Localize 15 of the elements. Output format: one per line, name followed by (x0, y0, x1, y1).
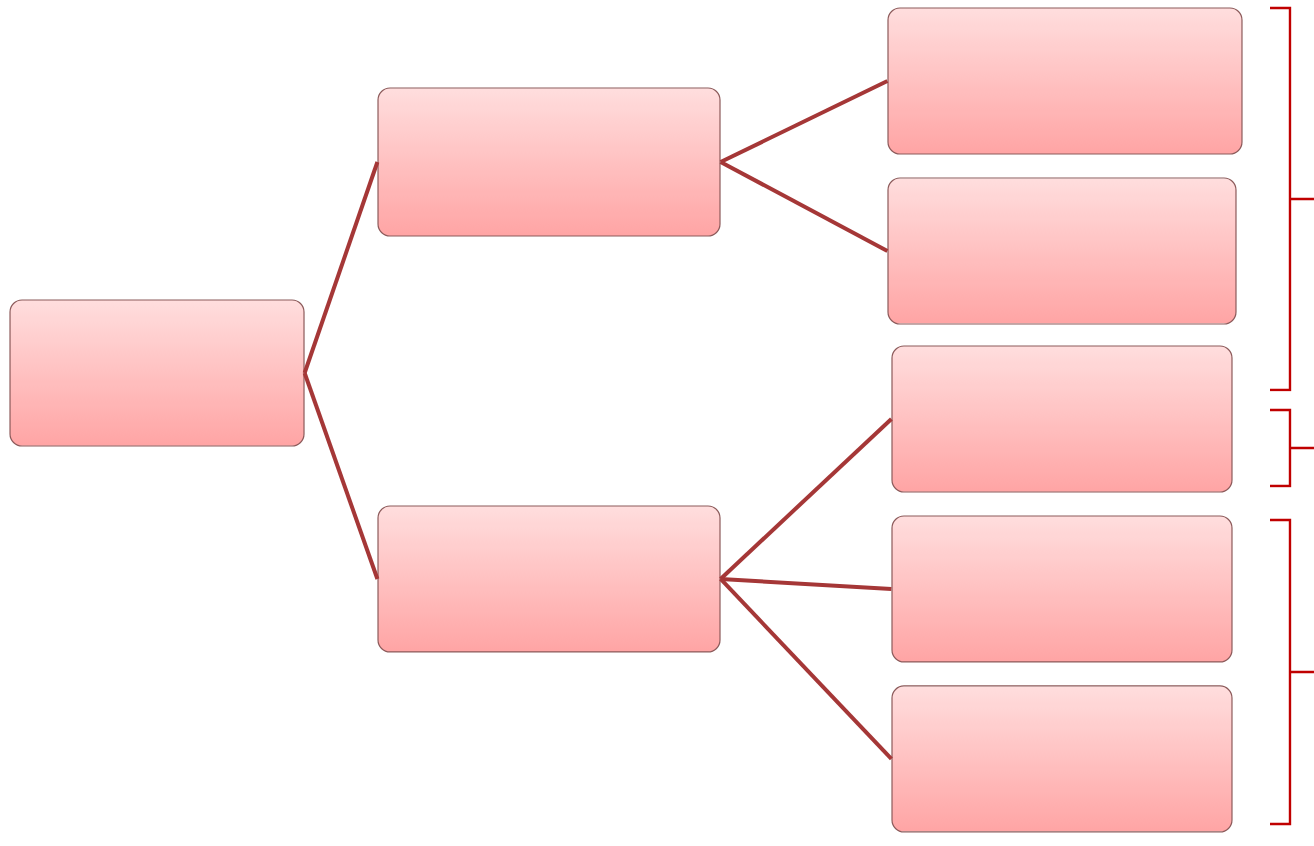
process-box (377, 87, 721, 237)
process-box (887, 7, 1243, 155)
connector-line (720, 577, 892, 591)
connector-line (302, 372, 380, 580)
process-box (377, 505, 721, 653)
connector-line (719, 79, 889, 164)
process-box (9, 299, 305, 447)
process-box (891, 685, 1233, 833)
process-box (887, 177, 1237, 325)
connector-line (719, 417, 893, 581)
connector-line (719, 577, 893, 761)
process-box (891, 345, 1233, 493)
connector-line (719, 160, 889, 253)
connector-line (302, 161, 380, 374)
process-box (891, 515, 1233, 663)
